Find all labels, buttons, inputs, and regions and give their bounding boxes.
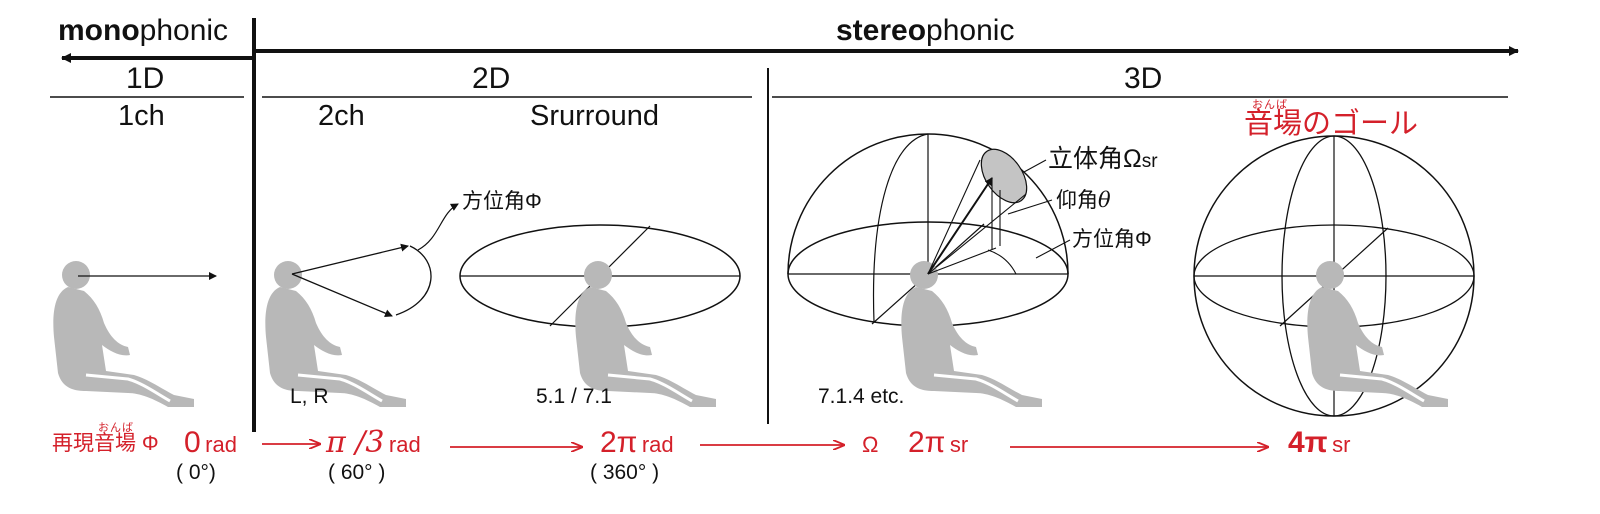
goal-label: 音場のゴール (1244, 108, 1419, 140)
azimuth-leader-2d (417, 203, 459, 251)
channel-surround: Srurround (530, 100, 659, 132)
elevation-leader (1007, 199, 1053, 215)
right-speaker-ray (291, 273, 393, 317)
azimuth-arc-2d (395, 245, 432, 316)
solid-angle-leader (1023, 159, 1047, 173)
dimension-1d: 1D (126, 62, 165, 95)
config-surround: 5.1 / 7.1 (536, 385, 612, 408)
listener-figure-sphere (1305, 259, 1450, 409)
listener-figure-1d (51, 259, 196, 409)
step-2-degrees: ( 360° ) (590, 461, 660, 484)
monophonic-label: monophonic (58, 14, 229, 47)
listener-figure-2ch (263, 259, 408, 409)
step-5: 4π sr (1288, 426, 1351, 459)
goal-ruby: おんば (1252, 99, 1288, 111)
azimuth-label-2d: 方位角Φ (462, 190, 542, 213)
stereophonic-label: stereophonic (836, 14, 1015, 47)
azimuth-label-3d: 方位角Φ (1072, 228, 1152, 251)
progression-ruby: おんば (98, 422, 134, 434)
step-2: 2π rad (600, 426, 674, 459)
config-lr: L, R (290, 385, 329, 408)
step-1: π /3 rad (326, 425, 421, 460)
config-immersive: 7.1.4 etc. (818, 385, 905, 408)
channel-1ch: 1ch (118, 100, 165, 132)
step-0: 0 rad (184, 426, 237, 459)
azimuth-leader-3d (1035, 239, 1071, 259)
listener-figure-3d (899, 259, 1044, 409)
solid-angle-cap (980, 148, 1028, 204)
elevation-label: 仰角θ (1056, 188, 1111, 212)
step-3: Ω (862, 432, 879, 457)
channel-2ch: 2ch (318, 100, 365, 132)
solid-angle-label: 立体角Ωsr (1048, 145, 1158, 173)
progression-label: 再現音場 Φ (52, 432, 159, 455)
step-0-degrees: ( 0°) (176, 461, 216, 484)
dimension-3d: 3D (1124, 62, 1163, 95)
step-1-degrees: ( 60° ) (328, 461, 386, 484)
step-4: 2π sr (908, 426, 969, 459)
dimension-2d: 2D (472, 62, 511, 95)
left-speaker-ray (291, 243, 409, 275)
